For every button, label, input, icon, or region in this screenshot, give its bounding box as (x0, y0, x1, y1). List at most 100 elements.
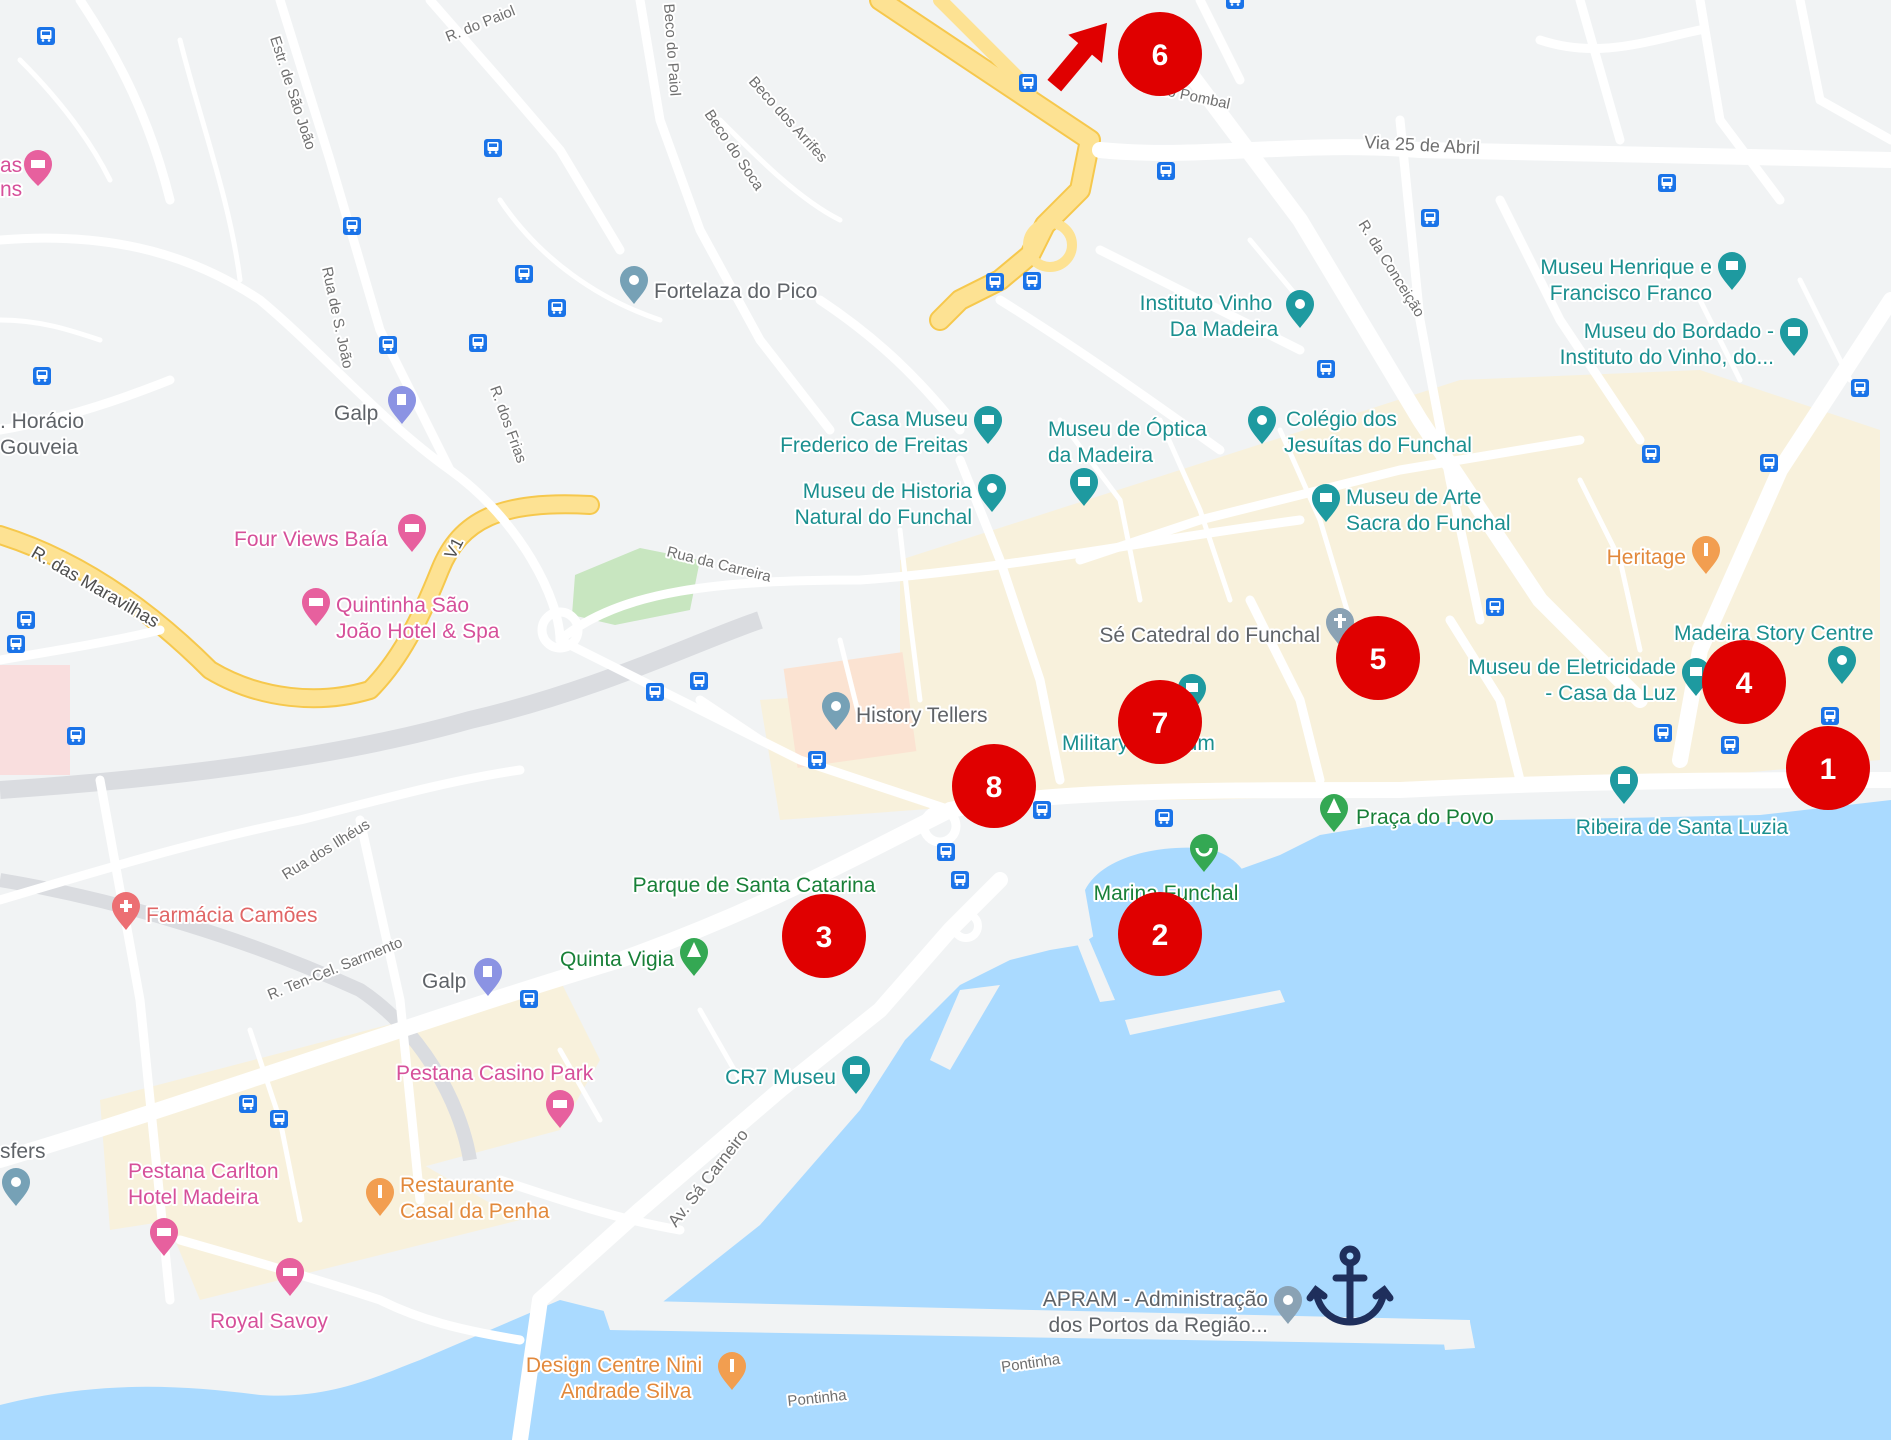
bus-stop-icon (1033, 801, 1051, 819)
marker-3[interactable]: 3 (782, 894, 866, 978)
bus-stop-icon (520, 990, 538, 1008)
museum-icon (1828, 646, 1856, 684)
history-tellers-block (783, 652, 917, 768)
place-label-royal-savoy: Royal Savoy (210, 1310, 328, 1333)
museum-icon (974, 406, 1002, 444)
place-label-parque-santa-catarina: Parque de Santa Catarina (633, 874, 876, 897)
museum-icon (1780, 318, 1808, 356)
pink-block (0, 665, 70, 775)
hotel-icon (276, 1258, 304, 1296)
bus-stop-icon (951, 871, 969, 889)
marker-4[interactable]: 4 (1702, 640, 1786, 724)
bus-stop-icon (1226, 0, 1244, 9)
marker-2[interactable]: 2 (1118, 892, 1202, 976)
svg-text:3: 3 (816, 921, 833, 954)
pharmacy-icon (112, 892, 140, 930)
place-icons (2, 150, 1856, 1390)
bus-stop-icon (67, 727, 85, 745)
svg-text:4: 4 (1736, 667, 1753, 700)
svg-text:2: 2 (1152, 919, 1169, 952)
museum-icon (1718, 252, 1746, 290)
bus-stop-icon (1851, 379, 1869, 397)
bus-stop-icon (7, 635, 25, 653)
place-label-four-views-baia: Four Views Baía (234, 528, 388, 551)
sea (0, 800, 1891, 1440)
hotel-icon (302, 588, 330, 626)
marker-1[interactable]: 1 (1786, 726, 1870, 810)
restaurant-icon (366, 1178, 394, 1216)
marker-5[interactable]: 5 (1336, 616, 1420, 700)
museum-icon (1248, 406, 1276, 444)
park-icon (680, 938, 708, 976)
bus-stop-icon (484, 139, 502, 157)
place-pin-icon (822, 692, 850, 730)
place-label-cr7-museu: CR7 Museu (725, 1066, 836, 1089)
marker-8[interactable]: 8 (952, 744, 1036, 828)
bus-stop-icon (1642, 445, 1660, 463)
roundabout (950, 910, 982, 942)
place-label-heritage: Heritage (1607, 546, 1686, 569)
bus-stop-icon (646, 683, 664, 701)
north-arrow-icon (1047, 22, 1107, 92)
restaurant-icon (1692, 536, 1720, 574)
roundabout (919, 805, 961, 847)
museum-icon (842, 1056, 870, 1094)
bus-stop-icon (1821, 707, 1839, 725)
place-label-praca-do-povo: Praça do Povo (1356, 806, 1494, 829)
expressway (0, 611, 763, 799)
marker-7[interactable]: 7 (1118, 680, 1202, 764)
place-label-museu-eletricidade: Museu de Eletricidade- Casa da Luz (1468, 656, 1676, 705)
hotel-icon (24, 150, 52, 186)
place-label-museu-bordado: Museu do Bordado -Instituto do Vinho, do… (1560, 320, 1774, 369)
place-label-transfers: sfers (0, 1140, 46, 1163)
svg-text:5: 5 (1370, 643, 1387, 676)
place-label-history-tellers: History Tellers (856, 704, 987, 727)
marker-6[interactable]: 6 (1118, 12, 1202, 96)
bus-stop-icon (37, 27, 55, 45)
place-label-madeira-story-centre: Madeira Story Centre (1674, 622, 1874, 645)
hotel-icon (150, 1218, 178, 1256)
bus-stop-icon (1317, 360, 1335, 378)
marina-icon (1190, 834, 1218, 872)
bus-stop-icon (515, 265, 533, 283)
bus-stop-icon (17, 611, 35, 629)
bus-stop-icon (33, 367, 51, 385)
fuel-icon (474, 958, 502, 996)
roundabout (1023, 218, 1077, 272)
svg-text:7: 7 (1152, 707, 1169, 740)
bus-stop-icon (239, 1095, 257, 1113)
place-label-farmacia-camoes: Farmácia Camões (146, 904, 318, 927)
harbour-piers (600, 895, 1475, 1350)
place-pin-icon (1274, 1286, 1302, 1324)
place-label-ribeira-santa-luzia: Ribeira de Santa Luzia (1576, 816, 1789, 839)
bus-stop-icon (548, 299, 566, 317)
fuel-icon (388, 386, 416, 424)
bus-stop-icon (1721, 736, 1739, 754)
bus-stop-icon (1486, 598, 1504, 616)
place-label-se-catedral: Sé Catedral do Funchal (1099, 624, 1320, 647)
numbered-markers: 1 2 3 4 5 6 7 8 (782, 12, 1870, 978)
bus-stop-icon (808, 751, 826, 769)
bus-stop-icon (1658, 174, 1676, 192)
museum-icon (1610, 766, 1638, 804)
bus-stop-icon (1421, 209, 1439, 227)
place-label-fortelaza-do-pico: Fortelaza do Pico (654, 280, 817, 303)
place-pin-icon (620, 266, 648, 304)
place-label-quinta-vigia: Quinta Vigia (560, 948, 674, 971)
bus-stop-icon (469, 334, 487, 352)
bus-stop-icon (1760, 454, 1778, 472)
bus-stop-icon (690, 672, 708, 690)
